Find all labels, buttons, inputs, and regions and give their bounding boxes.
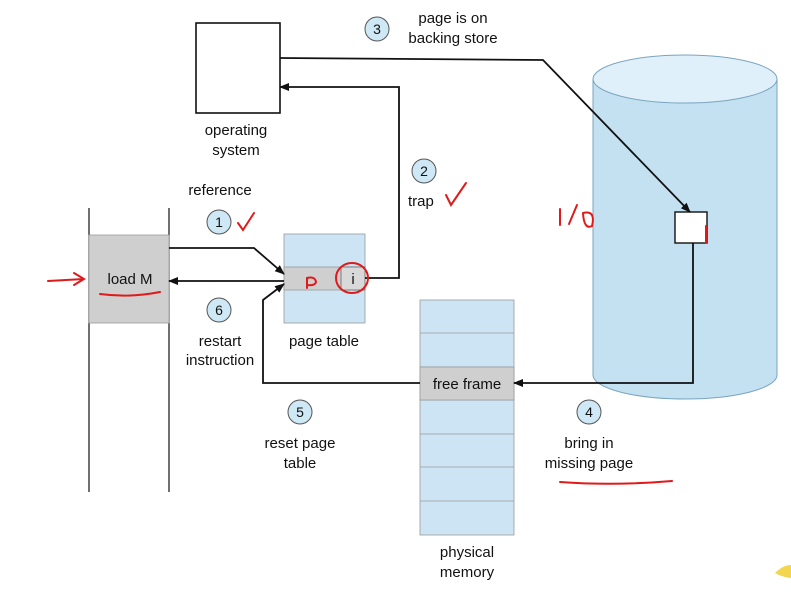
step-3-number: 3 (373, 21, 381, 37)
free-frame-cell (419, 366, 515, 401)
step-2: 2 (411, 158, 437, 184)
step-3-label-line1: page is on (418, 10, 487, 27)
step-4: 4 (576, 399, 602, 425)
arrow-bring-in-page (513, 243, 694, 387)
arrow-page-on-backing-store (279, 57, 691, 213)
physical-memory (419, 299, 515, 536)
step-1: 1 (206, 209, 232, 235)
step-4-label-line2: missing page (545, 455, 633, 472)
step-3-label-line2: backing store (408, 30, 497, 47)
step-2-number: 2 (420, 163, 428, 179)
physical-memory-label-line1: physical (440, 544, 494, 561)
check-mark-1-icon (237, 212, 255, 232)
step-4-number: 4 (585, 404, 593, 420)
physical-memory-label-line2: memory (440, 564, 495, 581)
page-table-label: page table (289, 333, 359, 350)
io-annotation (559, 204, 594, 228)
step-1-label: reference (188, 182, 251, 199)
handwritten-annotations (47, 182, 707, 485)
os-label-line1: operating (205, 122, 268, 139)
operating-system-box (195, 22, 281, 114)
arrow-annotation-load-m (47, 272, 86, 286)
step-5: 5 (287, 399, 313, 425)
step-6-label-line2: instruction (186, 352, 254, 369)
invalid-bit: i (351, 271, 354, 288)
circle-invalid-bit (335, 262, 369, 294)
yellow-corner-mark (775, 565, 791, 578)
os-label-line2: system (212, 142, 260, 159)
step-4-label-line1: bring in (564, 435, 613, 452)
load-m-block (88, 234, 170, 324)
step-6-label-line1: restart (199, 333, 242, 350)
step-5-label-line1: reset page (265, 435, 336, 452)
arrow-reference (169, 247, 285, 275)
step-6-number: 6 (215, 302, 223, 318)
p-annotation (306, 276, 318, 289)
underline-load-m (99, 291, 161, 297)
step-6: 6 (206, 297, 232, 323)
arrow-reset-page-table (262, 283, 420, 384)
arrow-trap (279, 83, 400, 279)
step-1-number: 1 (215, 214, 223, 230)
check-mark-2-icon (445, 182, 467, 207)
free-frame-label: free frame (433, 376, 501, 393)
load-m-instruction: load M (107, 271, 152, 288)
underline-missing-page (559, 480, 673, 485)
step-2-label: trap (408, 193, 434, 210)
step-5-label-line2: table (284, 455, 317, 472)
step-3: 3 (364, 16, 390, 42)
step-5-number: 5 (296, 404, 304, 420)
page-on-disk (674, 211, 708, 244)
